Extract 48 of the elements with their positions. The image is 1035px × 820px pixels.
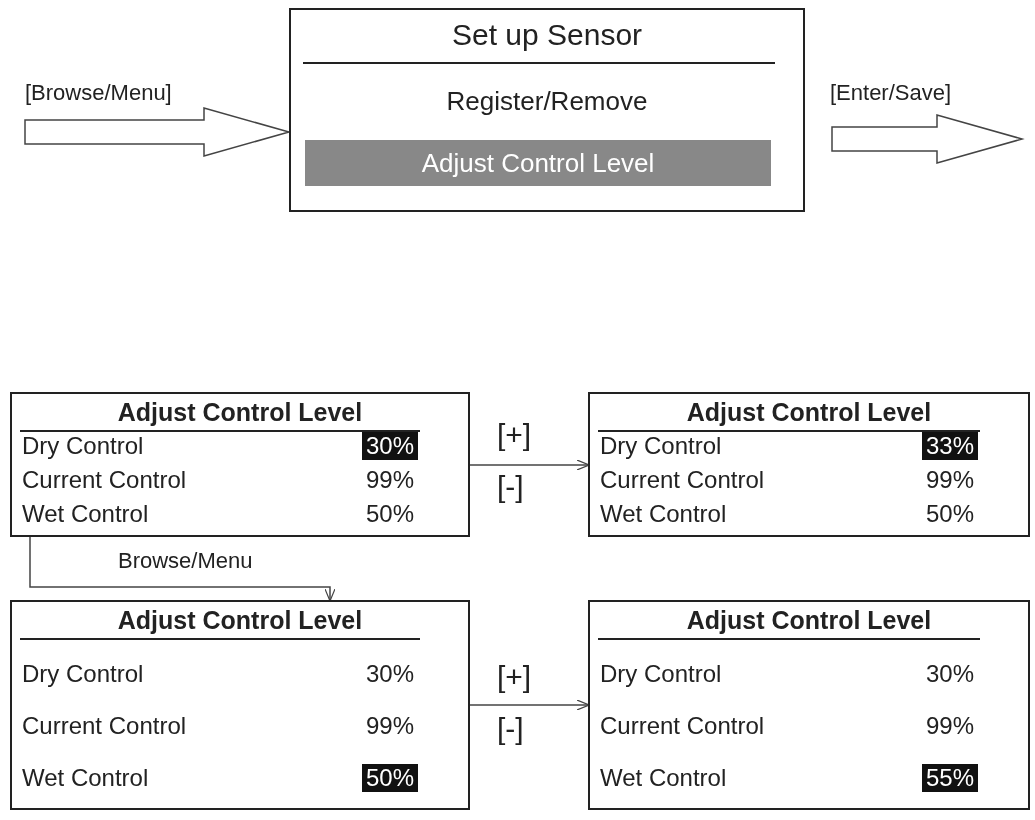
setting-name: Dry Control (22, 660, 144, 688)
edge-label: [Enter/Save] (830, 80, 952, 106)
display-screen (588, 600, 1030, 810)
display-screen (588, 392, 1030, 537)
screen-title: Adjust Control Level (685, 606, 933, 635)
setting-name: Wet Control (600, 764, 727, 792)
setting-value: 99% (365, 466, 416, 494)
display-screen (289, 8, 805, 212)
block-arrow (24, 107, 292, 157)
setting-name: Wet Control (22, 500, 149, 528)
selected-value: 30% (362, 432, 419, 460)
setting-value: 50% (925, 500, 976, 528)
selected-value: 50% (362, 764, 419, 792)
setting-value: 99% (925, 466, 976, 494)
screen-title: Adjust Control Level (685, 398, 933, 427)
selected-value: 33% (922, 432, 979, 460)
setting-name: Current Control (600, 712, 765, 740)
setting-name: Current Control (22, 712, 187, 740)
setting-value: 30% (365, 660, 416, 688)
display-screen (10, 600, 470, 810)
arrow (29, 536, 336, 602)
arrow (469, 699, 590, 711)
setting-name: Current Control (600, 466, 765, 494)
selected-menu-item: Adjust Control Level (305, 140, 771, 186)
edge-label: Browse/Menu (118, 548, 253, 574)
edge-label: [+] (497, 660, 532, 694)
edge-label: [+] (497, 418, 532, 452)
menu-item: Register/Remove (445, 86, 649, 117)
menu-title: Set up Sensor (450, 18, 644, 52)
setting-value: 99% (925, 712, 976, 740)
screen-title: Adjust Control Level (116, 398, 364, 427)
setting-name: Dry Control (600, 660, 722, 688)
setting-name: Current Control (22, 466, 187, 494)
display-screen (10, 392, 470, 537)
selected-value: 55% (922, 764, 979, 792)
setting-name: Dry Control (22, 432, 144, 460)
block-arrow (831, 114, 1025, 164)
setting-value: 99% (365, 712, 416, 740)
setting-value: 50% (365, 500, 416, 528)
key-label: [-] (497, 712, 524, 746)
setting-name: Wet Control (600, 500, 727, 528)
screen-title: Adjust Control Level (116, 606, 364, 635)
setting-value: 30% (925, 660, 976, 688)
setting-name: Dry Control (600, 432, 722, 460)
edge-label: [Browse/Menu] (25, 80, 172, 106)
setting-name: Wet Control (22, 764, 149, 792)
arrow (469, 459, 590, 471)
key-label: [-] (497, 470, 524, 504)
